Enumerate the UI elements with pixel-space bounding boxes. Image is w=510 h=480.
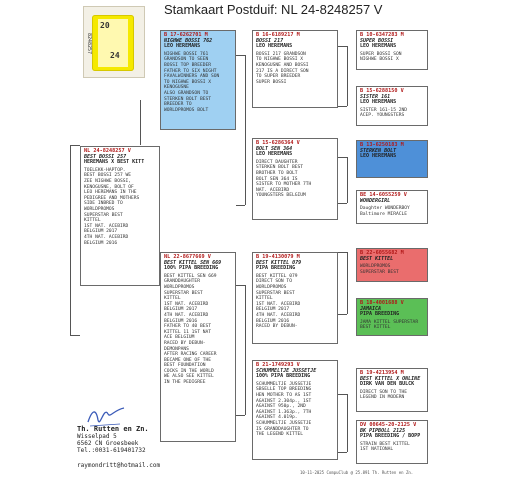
pigeon-description: JAMA KITTEL SUPERSTAR BEST KITTEL [360,319,419,331]
owner-city: 6562 CN Groesbeek [77,440,139,447]
pigeon-description: NIGHWE BOSSI 761 GRANDSON TO SEEN BOSSI … [164,51,220,113]
pigeon-description: SCHUMMELTJE JUSSETJE SBSELLE TOP BREEDIN… [256,381,312,438]
pigeon-breeder: HEREMANS X BEST KITT [84,159,145,166]
page-title: Stamkaart Postduif: NL 24-8248257 V [164,2,383,17]
pigeon-description: WORLDPROMOS SUPERSTAR BEST [360,264,399,275]
pigeon-description: SISTER 161-15 2ND ACEP. YOUNGSTERS [360,107,408,119]
pigeon-card-fff[interactable]: B 10-6347283 M SUPER BOSSI LEO HEREMANS … [356,30,428,70]
pigeon-name: BK PIPBOLL 2125 [360,427,406,434]
ring-number: B 13-6250183 M [360,142,404,148]
pigeon-name: WONDERGIRL [360,197,391,204]
ring-number: B 21-1749293 V [256,362,300,368]
ring-year-top: 20 [100,21,110,30]
ring-number: B 19-4213954 M [360,370,404,376]
pigeon-name: SISTER 161 [360,93,391,100]
pigeon-name: SUPER BOSSI [360,37,394,44]
owner-phone: Tel.:0031-619401732 [77,447,146,454]
pigeon-breeder: 100% PIPA BREEDING [164,265,219,272]
pigeon-breeder: PIPA BREEDING [360,311,400,318]
pigeon-card-main[interactable]: NL 24-8248257 V BEST BOSSI 257 HEREMANS … [80,146,160,286]
pigeon-description: SUPER BOSSI SON NIGHWE BOSSI X [360,51,402,63]
pigeon-description: DIRECT DAUGHTER STERKEN BOLT BEST BROTHE… [256,159,312,199]
pigeon-description: TOELEKK-HAPTOP. BEST BOSSI 257 WE ZEE NI… [84,167,140,246]
pigeon-breeder: PIPA BREEDING [256,265,296,272]
ring-number: B 17-6262701 M [164,32,208,38]
ring-number: NL 22-8677669 V [164,254,211,260]
pigeon-breeder: PIPA BREEDING / BOPP [360,433,421,440]
pigeon-description: Daughter WONDERBOY Baltimore MIRACLE [360,206,410,217]
pigeon-card-fmm[interactable]: BE 14-6055259 V WONDERGIRL Daughter WOND… [356,190,428,224]
owner-name: Th. Rutten en Zn. [77,425,149,433]
pigeon-card-ff[interactable]: B 16-6189217 M BOSSI 217 LEO HEREMANS BO… [252,30,338,108]
pigeon-name: BEST KITTEL SEN 669 [164,259,222,266]
ring-number: NL 24-8248257 V [84,148,131,154]
pigeon-description: BEST KITTEL 079 DIRECT SON TO WORLDPROMO… [256,273,301,330]
pigeon-breeder: LEO HEREMANS [360,43,397,50]
pigeon-name: SCHUMMELTJE JUSSETJE [256,367,317,374]
pigeon-card-mf[interactable]: B 19-4130079 M BEST KITTEL 079 PIPA BREE… [252,252,338,344]
signature-image [87,407,125,427]
ring-number: DV 00645-20-2125 V [360,422,417,428]
pigeon-name: BEST KITTEL X ONLINE [360,375,421,382]
ring-number: B 19-4130079 M [256,254,300,260]
pigeon-card-mfm[interactable]: B 18-4001688 V JAMAICA PIPA BREEDING JAM… [356,298,428,336]
ring-band [92,15,134,71]
pigeon-card-fmf[interactable]: B 13-6250183 M STERKEN BOLT LEO HEREMANS [356,140,428,178]
pigeon-name: BEST BOSSI 257 [84,153,127,160]
ring-code: 8248257 [86,33,92,55]
pigeon-name: STERKEN BOLT [360,147,397,154]
pigeon-breeder: LEO HEREMANS [256,43,293,50]
pigeon-card-mmm[interactable]: DV 00645-20-2125 V BK PIPBOLL 2125 PIPA … [356,420,428,464]
pigeon-description: STRAIN BEST KITTEL 1ST NATIONAL [360,441,410,453]
pigeon-breeder: DIRK VAN DEN BULCK [360,381,415,388]
pigeon-card-mff[interactable]: B 22-6055682 M BEST KITTEL WORLDPROMOS S… [356,248,428,282]
ring-year-bottom: 24 [110,51,120,60]
ring-number: BE 14-6055259 V [360,192,407,198]
pigeon-card-father[interactable]: B 17-6262701 M NIGHWE BOSSI 762 LEO HERE… [160,30,236,130]
pigeon-breeder: LEO HEREMANS [164,43,201,50]
pigeon-breeder: LEO HEREMANS [360,153,397,160]
pigeon-name: BOLT SEN 364 [256,145,293,152]
ring-number: B 15-6286364 V [256,140,300,146]
pigeon-card-ffm[interactable]: B 15-6288150 V SISTER 161 LEO HEREMANS S… [356,86,428,126]
pigeon-card-mother[interactable]: NL 22-8677669 V BEST KITTEL SEN 669 100%… [160,252,236,442]
owner-block: Th. Rutten en Zn. Wisselpad 5 6562 CN Gr… [77,425,167,455]
pigeon-breeder: LEO HEREMANS [256,151,293,158]
ring-number: B 15-6288150 V [360,88,404,94]
ring-number: B 22-6055682 M [360,250,404,256]
pigeon-name: BEST KITTEL 079 [256,259,302,266]
pigeon-card-fm[interactable]: B 15-6286364 V BOLT SEN 364 LEO HEREMANS… [252,138,338,220]
pigeon-card-mm[interactable]: B 21-1749293 V SCHUMMELTJE JUSSETJE 100%… [252,360,338,460]
pigeon-breeder: LEO HEREMANS [360,99,397,106]
pigeon-name: NIGHWE BOSSI 762 [164,37,213,44]
pigeon-name: JAMAICA [360,305,382,312]
owner-email[interactable]: raymondritt@hotmail.com [77,462,161,469]
owner-address: Wisselpad 5 [77,433,117,440]
ring-number: B 10-6347283 M [360,32,404,38]
ring-photo: 20 24 8248257 [83,6,145,78]
pigeon-breeder: 100% PIPA BREEDING [256,373,311,380]
pigeon-description: DIRECT SON TO THE LEGEND IN MODERN [360,389,408,401]
pigeon-name: BEST KITTEL [360,255,394,262]
footer-info: 10-11-2025 CompuClub @ 25.891 Th. Rutten… [300,470,414,475]
pigeon-description: BOSSI 217 GRANDSON TO NIGHWE BOSSI X KEN… [256,51,309,85]
ring-number: B 18-4001688 V [360,300,404,306]
ring-number: B 16-6189217 M [256,32,300,38]
pigeon-description: BEST KITTEL SEN 669 GRANDDAUGHTER WORLDP… [164,273,217,386]
pigeon-card-mmf[interactable]: B 19-4213954 M BEST KITTEL X ONLINE DIRK… [356,368,428,412]
pigeon-name: BOSSI 217 [256,37,284,44]
